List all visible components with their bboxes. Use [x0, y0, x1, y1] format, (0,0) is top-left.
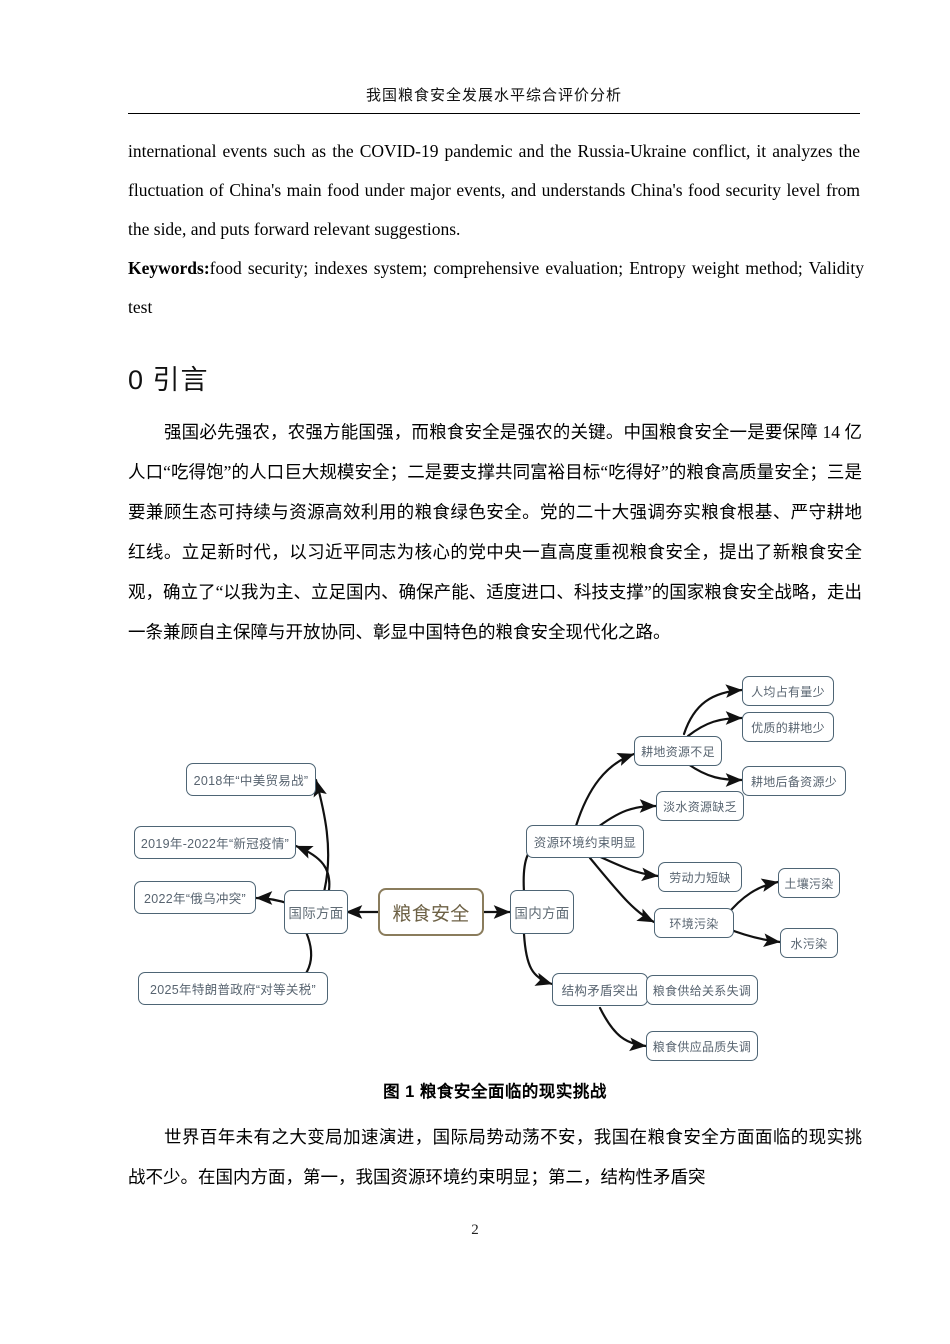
- section-paragraph-2: 世界百年未有之大变局加速演进，国际局势动荡不安，我国在粮食安全方面面临的现实挑战…: [128, 1127, 862, 1187]
- node-domestic: 国内方面: [510, 890, 574, 934]
- node-event-2022: 2022年“俄乌冲突”: [134, 881, 256, 914]
- node-event-2019-2022: 2019年-2022年“新冠疫情”: [134, 826, 296, 859]
- node-reserve-farmland-low: 耕地后备资源少: [742, 766, 846, 796]
- node-structural-conflict: 结构矛盾突出: [552, 973, 648, 1006]
- node-event-2018: 2018年“中美贸易战”: [186, 763, 316, 796]
- node-supply-relation-imbalance: 粮食供给关系失调: [646, 975, 758, 1005]
- page-number: 2: [471, 1222, 479, 1238]
- section-paragraph-1: 强国必先强农，农强方能国强，而粮食安全是强农的关键。中国粮食安全一是要保障 14…: [128, 422, 862, 642]
- figure-1-diagram: 粮食安全 国际方面 国内方面 2018年“中美贸易战” 2019年-2022年“…: [128, 660, 862, 1075]
- figure-caption: 图 1 粮食安全面临的现实挑战: [383, 1083, 607, 1101]
- header-rule: [128, 113, 860, 114]
- node-per-capita-low: 人均占有量少: [742, 676, 834, 706]
- node-freshwater-shortage: 淡水资源缺乏: [656, 791, 744, 821]
- node-supply-quality-imbalance: 粮食供应品质失调: [646, 1031, 758, 1061]
- running-header: 我国粮食安全发展水平综合评价分析: [365, 87, 622, 104]
- node-international: 国际方面: [284, 890, 348, 934]
- node-resource-constraint: 资源环境约束明显: [526, 825, 644, 858]
- keywords-value: food security; indexes system; comprehen…: [128, 258, 864, 317]
- node-water-pollution: 水污染: [780, 928, 838, 958]
- abstract-english-paragraph: international events such as the COVID-1…: [128, 141, 860, 239]
- section-heading: 0 引言: [128, 365, 209, 395]
- node-labor-shortage: 劳动力短缺: [658, 862, 742, 892]
- node-event-2025: 2025年特朗普政府“对等关税”: [138, 972, 328, 1005]
- node-quality-farmland-low: 优质的耕地少: [742, 712, 834, 742]
- node-food-security: 粮食安全: [378, 888, 484, 936]
- node-environmental-pollution: 环境污染: [654, 908, 734, 938]
- keywords-line: Keywords:food security; indexes system; …: [128, 249, 864, 327]
- node-farmland-shortage: 耕地资源不足: [634, 736, 722, 766]
- keywords-label: Keywords:: [128, 258, 210, 278]
- node-soil-pollution: 土壤污染: [778, 868, 840, 898]
